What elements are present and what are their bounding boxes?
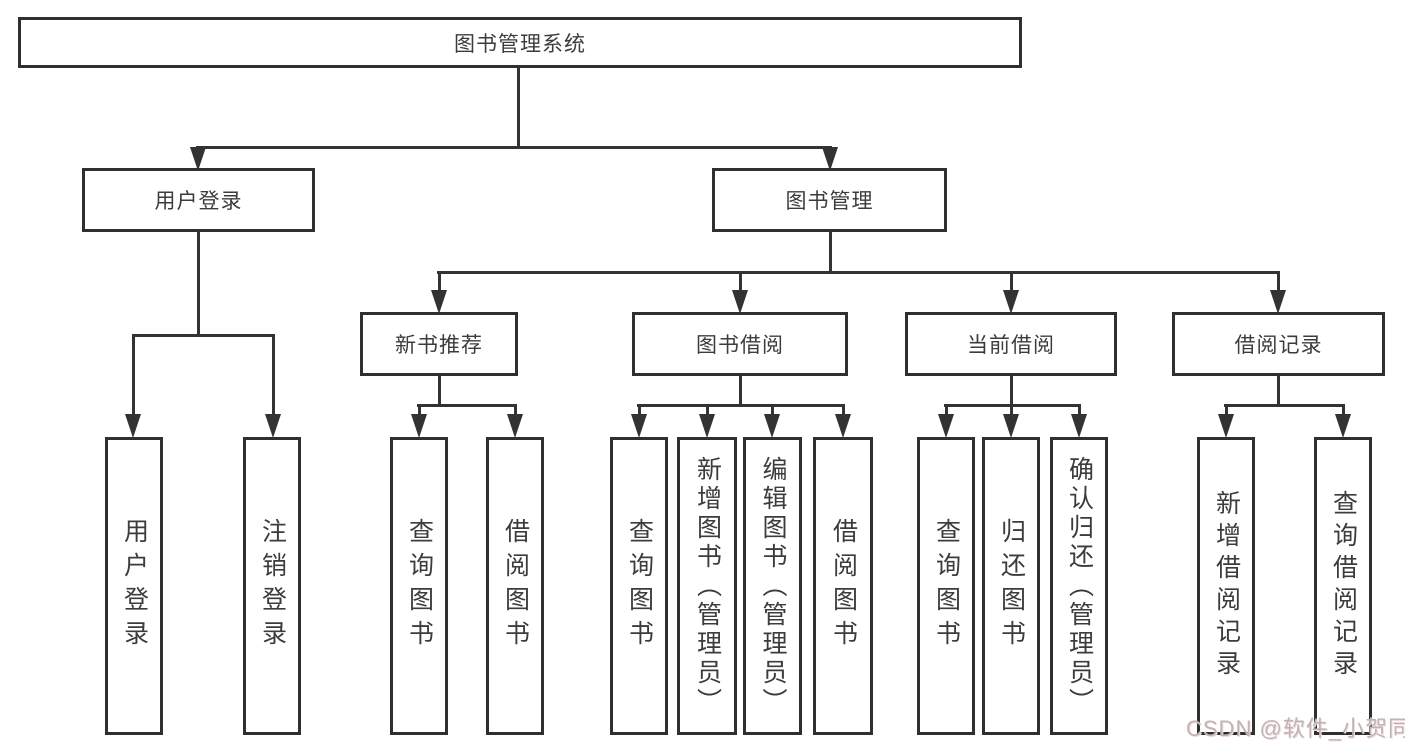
node-library-system: 图书管理系统 (18, 17, 1022, 68)
arrow-down-icon (507, 414, 523, 438)
leaf-add-books-admin: 新增图书（管理员） (677, 437, 737, 735)
arrow-down-icon (431, 290, 447, 314)
connector-line (771, 404, 774, 417)
leaf-borrow-books-recommend: 借阅图书 (486, 437, 544, 735)
arrow-down-icon (190, 147, 206, 171)
arrow-down-icon (1003, 290, 1019, 314)
node-label: 借阅记录 (1234, 334, 1323, 357)
leaf-borrow-books: 借阅图书 (813, 437, 873, 735)
node-label: 图书管理 (785, 190, 874, 213)
leaf-logout: 注销登录 (243, 437, 301, 735)
node-label: 新书推荐 (395, 334, 483, 357)
connector-line (1277, 271, 1280, 292)
arrow-down-icon (265, 414, 281, 438)
leaf-query-books-borrowing: 查询图书 (610, 437, 668, 735)
connector-line (197, 230, 200, 336)
watermark: CSDN @软件_小贺同学 (1186, 716, 1405, 741)
leaf-label: 新增借阅记录 (1212, 490, 1241, 682)
leaf-label: 注销登录 (258, 518, 287, 654)
arrow-down-icon (1335, 414, 1351, 438)
leaf-return-books: 归还图书 (982, 437, 1040, 735)
leaf-add-borrow-record: 新增借阅记录 (1197, 437, 1255, 735)
connector-line (418, 404, 421, 417)
leaf-query-borrow-record: 查询借阅记录 (1314, 437, 1372, 735)
leaf-label: 用户登录 (120, 518, 149, 654)
connector-line (1225, 404, 1228, 417)
leaf-label: 借阅图书 (501, 518, 530, 654)
connector-line (132, 334, 275, 337)
connector-line (739, 271, 742, 292)
arrow-down-icon (1071, 414, 1087, 438)
arrow-down-icon (764, 414, 780, 438)
connector-line (842, 404, 845, 417)
leaf-user-login: 用户登录 (105, 437, 163, 735)
arrow-down-icon (1218, 414, 1234, 438)
leaf-label: 查询借阅记录 (1329, 490, 1358, 682)
leaf-edit-books-admin: 编辑图书（管理员） (743, 437, 802, 735)
leaf-label: 查询图书 (625, 518, 654, 654)
connector-line (706, 404, 709, 417)
connector-line (437, 271, 1279, 274)
node-new-book-recommendation: 新书推荐 (360, 312, 518, 376)
node-label: 图书管理系统 (454, 32, 586, 56)
connector-line (1342, 404, 1345, 417)
arrow-down-icon (699, 414, 715, 438)
connector-line (417, 404, 517, 407)
arrow-down-icon (835, 414, 851, 438)
arrow-down-icon (125, 414, 141, 438)
leaf-label: 归还图书 (997, 518, 1026, 654)
connector-line (1078, 404, 1081, 417)
leaf-label: 新增图书（管理员） (693, 455, 722, 717)
node-user-login: 用户登录 (82, 168, 315, 232)
connector-line (945, 404, 948, 417)
leaf-query-books-recommend: 查询图书 (390, 437, 448, 735)
arrow-down-icon (822, 147, 838, 171)
node-book-management: 图书管理 (712, 168, 947, 232)
leaf-query-books-current: 查询图书 (917, 437, 975, 735)
connector-line (1010, 404, 1013, 417)
connector-line (739, 374, 742, 407)
connector-line (196, 146, 832, 149)
arrow-down-icon (1270, 290, 1286, 314)
arrow-down-icon (631, 414, 647, 438)
leaf-label: 查询图书 (405, 518, 434, 654)
connector-line (438, 271, 441, 292)
connector-line (514, 404, 517, 417)
connector-line (517, 68, 520, 148)
connector-line (272, 334, 275, 416)
leaf-label: 编辑图书（管理员） (759, 455, 787, 717)
arrow-down-icon (938, 414, 954, 438)
leaf-label: 确认归还（管理员） (1065, 455, 1094, 717)
leaf-confirm-return-admin: 确认归还（管理员） (1050, 437, 1108, 735)
connector-line (637, 404, 845, 407)
connector-line (638, 404, 641, 417)
node-label: 当前借阅 (967, 334, 1055, 357)
leaf-label: 查询图书 (932, 518, 961, 654)
arrow-down-icon (411, 414, 427, 438)
connector-line (132, 334, 135, 416)
node-label: 用户登录 (154, 190, 243, 213)
node-book-borrowing: 图书借阅 (632, 312, 848, 376)
node-borrowing-records: 借阅记录 (1172, 312, 1385, 376)
arrow-down-icon (1003, 414, 1019, 438)
arrow-down-icon (732, 290, 748, 314)
connector-line (438, 374, 441, 407)
connector-line (829, 230, 832, 274)
connector-line (1224, 404, 1345, 407)
connector-line (1010, 271, 1013, 292)
node-current-borrowing: 当前借阅 (905, 312, 1117, 376)
leaf-label: 借阅图书 (829, 518, 858, 654)
connector-line (1010, 374, 1013, 407)
connector-line (1277, 374, 1280, 407)
node-label: 图书借阅 (696, 334, 784, 357)
